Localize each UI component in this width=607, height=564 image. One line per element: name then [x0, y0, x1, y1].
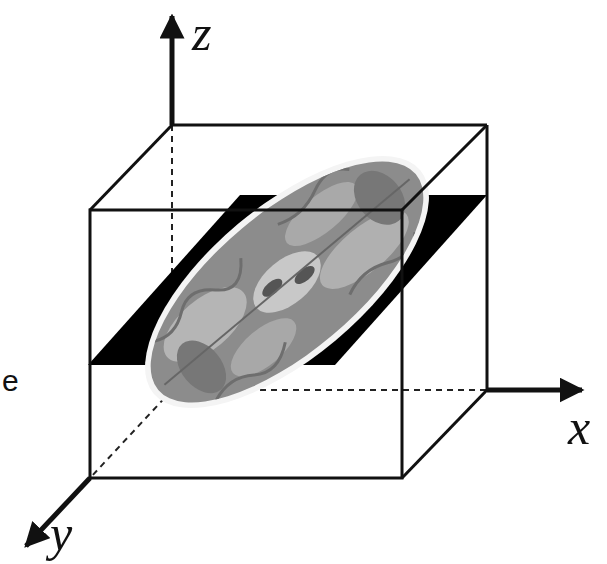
- box-edges: [90, 125, 487, 478]
- cut-off-text: e: [2, 366, 19, 396]
- axes: [26, 16, 582, 546]
- axis-label: x: [568, 402, 590, 452]
- axis-label: z: [192, 8, 211, 58]
- brain-slice: [105, 112, 469, 452]
- axis-label: y: [50, 508, 72, 558]
